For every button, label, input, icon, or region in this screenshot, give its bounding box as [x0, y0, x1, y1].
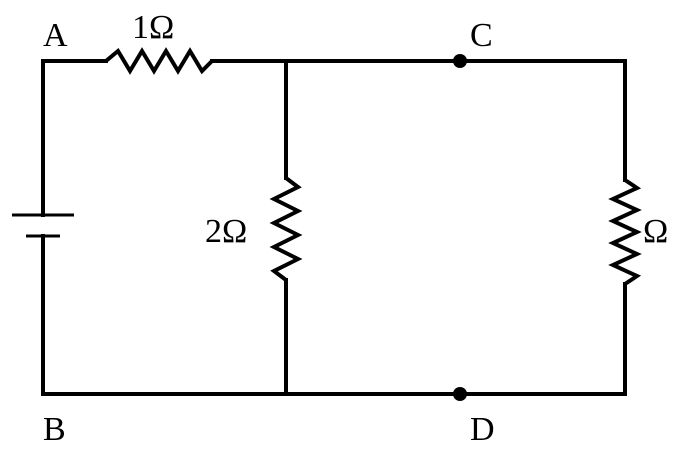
left-wire-lower	[41, 234, 627, 396]
resistor-1-ohm	[104, 47, 214, 75]
label-c: C	[470, 17, 493, 54]
resistor-2-ohm	[269, 176, 303, 282]
node-c-dot	[453, 54, 467, 68]
top-wire	[210, 59, 627, 182]
label-a: A	[43, 17, 68, 54]
node-d-dot	[453, 387, 467, 401]
label-b: B	[43, 411, 66, 448]
label-2-ohm: 2Ω	[205, 213, 247, 250]
resistor-right	[608, 178, 642, 286]
label-right-ohm: Ω	[643, 213, 668, 250]
left-wire-upper	[41, 59, 108, 217]
label-d: D	[470, 411, 495, 448]
label-1-ohm: 1Ω	[132, 9, 174, 46]
